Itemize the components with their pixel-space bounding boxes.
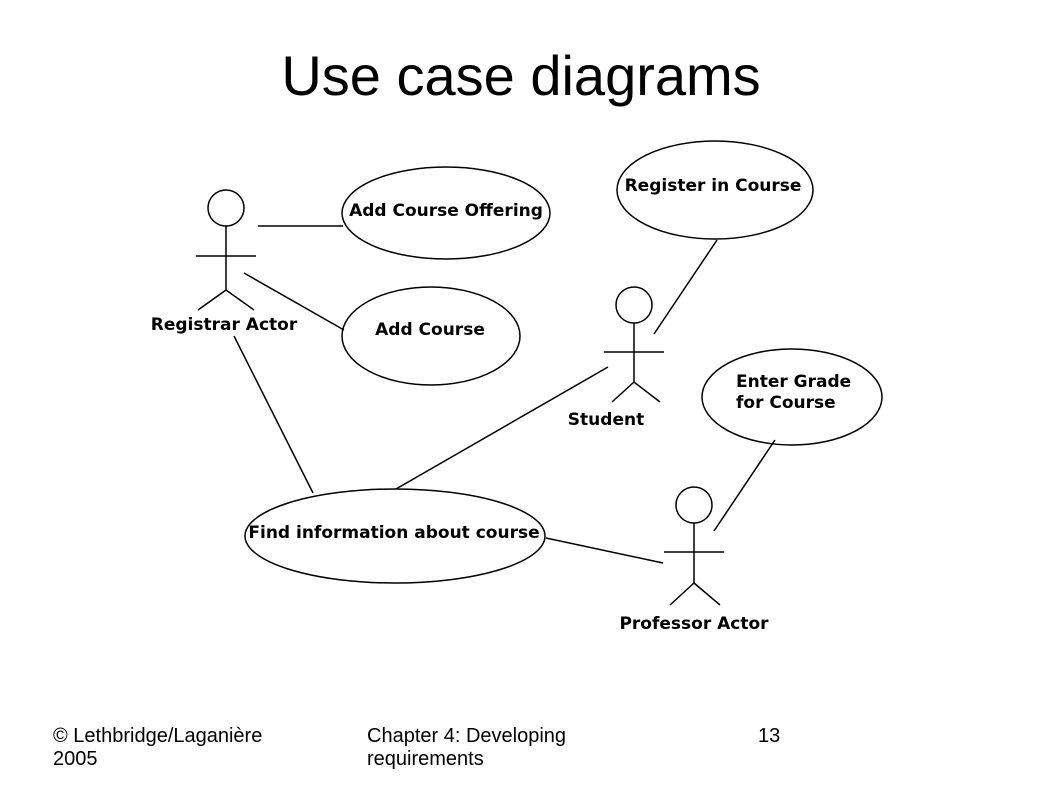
registrar-actor-figure	[196, 189, 256, 311]
use-case-label-add-course-offering: Add Course Offering	[349, 201, 543, 221]
association-registrar-add-course	[243, 272, 345, 331]
use-case-diagram: Registrar Actor Student Professor Actor …	[151, 140, 883, 634]
association-student-find-information	[395, 366, 609, 490]
use-case-label-register-in-course: Register in Course	[625, 176, 802, 196]
association-professor-find-information	[545, 537, 664, 564]
association-registrar-find-information	[233, 335, 314, 494]
professor-actor-figure	[664, 486, 724, 606]
actor-label-student: Student	[568, 410, 644, 430]
use-case-label-find-information: Find information about course	[248, 523, 539, 543]
footer-chapter: Chapter 4: Developing requirements	[367, 725, 567, 770]
use-case-add-course-offering	[341, 166, 551, 260]
use-case-find-information	[244, 488, 546, 584]
use-case-label-enter-grade-line1: Enter Grade	[736, 372, 851, 392]
use-case-label-enter-grade-line2: for Course	[736, 393, 836, 413]
footer-page-number: 13	[758, 725, 781, 747]
use-case-register-in-course	[616, 140, 814, 240]
actor-label-registrar: Registrar Actor	[151, 315, 298, 335]
slide-title: Use case diagrams	[281, 44, 761, 107]
use-case-enter-grade	[701, 348, 883, 446]
footer-copyright: © Lethbridge/Laganière 2005	[53, 725, 263, 770]
association-student-register	[653, 239, 718, 335]
association-professor-enter-grade	[713, 439, 776, 532]
use-case-label-add-course: Add Course	[375, 320, 485, 340]
use-case-add-course	[341, 286, 521, 386]
actor-label-professor: Professor Actor	[619, 614, 769, 634]
student-actor-figure	[604, 286, 664, 403]
